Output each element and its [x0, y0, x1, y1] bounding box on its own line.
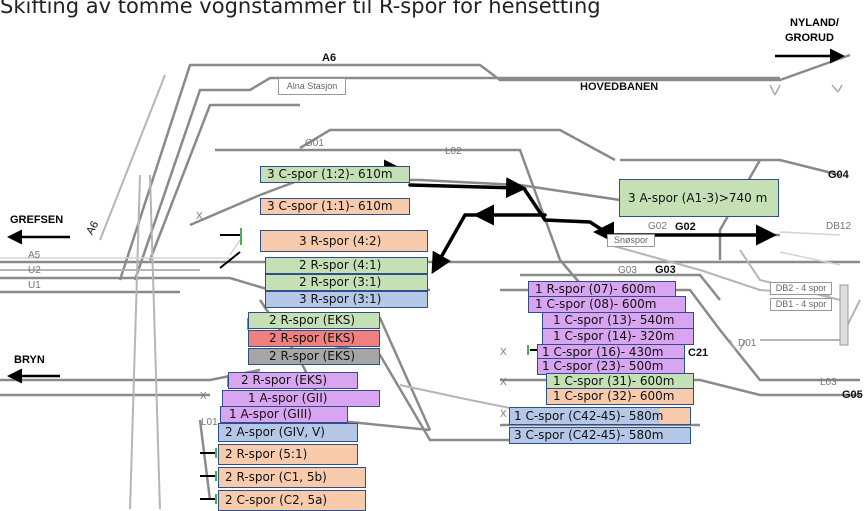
- track-label-g02-bold: G02: [675, 221, 696, 233]
- track-box: 3 C-spor (1:1)- 610m: [260, 198, 410, 215]
- track-box: 2 R-spor (EKS): [248, 348, 380, 365]
- direction-label-bryn: BRYN: [14, 354, 45, 366]
- track-box: 2 A-spor (GIV, V): [218, 423, 358, 442]
- track-box: 1 C-spor (16)- 430m: [537, 344, 685, 361]
- track-label-d01: D01: [738, 338, 757, 349]
- station-db1: DB1 - 4 spor: [770, 298, 832, 311]
- track-box: 2 C-spor (C2, 5a): [218, 490, 366, 511]
- track-label-x4: X: [500, 377, 507, 388]
- station-snospor: Snøspor: [607, 234, 655, 247]
- track-box: 2 R-spor (EKS): [248, 312, 380, 329]
- track-label-x1: X: [196, 211, 203, 222]
- diagram-title: Skifting av tomme vognstammer til R-spor…: [0, 0, 601, 18]
- track-box: 2 R-spor (5:1): [218, 444, 358, 465]
- track-label-g03-bold: G03: [655, 264, 676, 276]
- track-box: 3 C-spor (1:2)- 610m: [260, 166, 410, 183]
- track-box: 3 R-spor (4:2): [260, 230, 428, 252]
- track-label-a6-top: A6: [322, 52, 337, 64]
- track-box: 1 C-spor (C42-45)- 580m: [509, 407, 691, 425]
- track-box: 2 R-spor (4:1): [265, 257, 428, 274]
- track-label-u2: U2: [28, 265, 41, 276]
- track-box: 1 R-spor (07)- 600m: [528, 281, 676, 298]
- station-alna: Alna Stasjon: [278, 78, 346, 95]
- track-label-l01: L01: [201, 417, 218, 428]
- track-box: 1 C-spor (14)- 320m: [542, 328, 694, 345]
- track-label-x5: X: [500, 409, 507, 420]
- track-label-g01: G01: [305, 138, 324, 149]
- track-box: 1 C-spor (31)- 600m: [546, 373, 694, 390]
- track-box: 2 R-spor (3:1): [265, 274, 428, 291]
- track-label-db12: DB12: [826, 221, 852, 232]
- track-label-l03: L03: [820, 377, 837, 388]
- track-box: 1 C-spor (32)- 600m: [546, 388, 694, 405]
- direction-label-grorud: GRORUD: [785, 32, 834, 44]
- track-label-c21: C21: [688, 347, 709, 359]
- track-box: 1 C-spor (13)- 540m: [542, 312, 694, 329]
- track-box: 3 R-spor (3:1): [265, 291, 428, 308]
- track-label-g05: G05: [842, 389, 863, 401]
- track-label-l02: L02: [445, 146, 462, 157]
- track-label-x3: X: [500, 347, 507, 358]
- track-box: 2 R-spor (EKS): [248, 330, 380, 347]
- track-box: 2 R-spor (EKS): [228, 372, 358, 389]
- track-label-hovedbanen: HOVEDBANEN: [580, 81, 659, 93]
- direction-label-nyland: NYLAND/: [790, 17, 839, 29]
- signal-marks: [729, 84, 843, 351]
- direction-arrows: [6, 48, 845, 384]
- buffer-stops: [200, 234, 538, 500]
- track-box: 1 A-spor (GIII): [220, 406, 348, 423]
- light-tracks: [0, 231, 841, 266]
- main-tracks: [0, 53, 860, 501]
- track-box: 1 A-spor (GII): [222, 390, 380, 407]
- track-box: 1 C-spor (08)- 600m: [528, 296, 686, 313]
- track-label-g03-gray: G03: [618, 265, 637, 276]
- track-label-x2: X: [200, 391, 207, 402]
- track-box: 3 A-spor (A1-3)>740 m: [619, 179, 779, 217]
- track-box: 2 R-spor (C1, 5b): [218, 467, 366, 488]
- direction-label-grefsen: GREFSEN: [10, 214, 64, 226]
- hatched-area: [839, 284, 849, 346]
- track-box: 3 C-spor (C42-45)- 580m: [509, 427, 691, 444]
- station-db2: DB2 - 4 spor: [770, 282, 832, 295]
- track-label-u1: U1: [28, 280, 41, 291]
- track-label-g02-gray: G02: [648, 221, 667, 232]
- track-label-a5: A5: [28, 250, 41, 261]
- track-label-g04: G04: [828, 169, 849, 181]
